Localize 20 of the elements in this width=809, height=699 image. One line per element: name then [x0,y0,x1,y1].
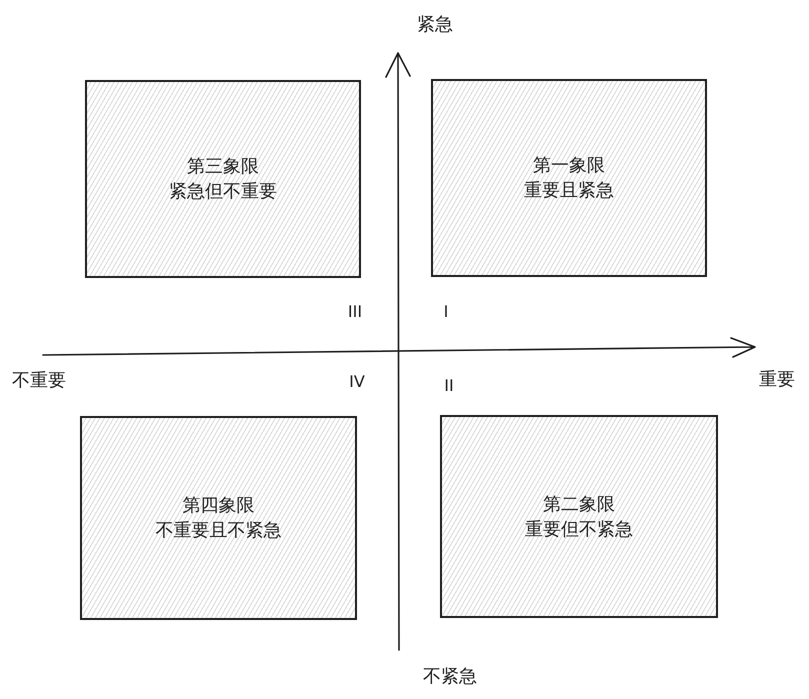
quadrant-number: I [444,301,448,323]
quadrant-box [85,80,361,278]
axis-label: 重要 [759,369,795,391]
axis-label: 不重要 [12,370,66,392]
quadrant-description: 不重要且不紧急 [156,519,282,543]
axis-label: 不紧急 [423,666,477,688]
quadrant-box [431,79,707,277]
quadrant-description: 重要但不紧急 [525,518,633,542]
quadrant-title: 第四象限 [182,494,254,518]
quadrant-box [440,415,718,618]
quadrant-number: II [444,375,454,397]
axis-label: 紧急 [417,14,453,36]
quadrant-description: 重要且紧急 [524,179,614,203]
quadrant-title: 第一象限 [533,154,605,178]
quadrant-title: 第三象限 [187,155,259,179]
quadrant-title: 第二象限 [543,492,615,516]
quadrant-box [80,416,357,620]
quadrant-description: 紧急但不重要 [169,180,277,204]
quadrant-number: IV [349,371,365,393]
quadrant-number: III [348,301,362,323]
